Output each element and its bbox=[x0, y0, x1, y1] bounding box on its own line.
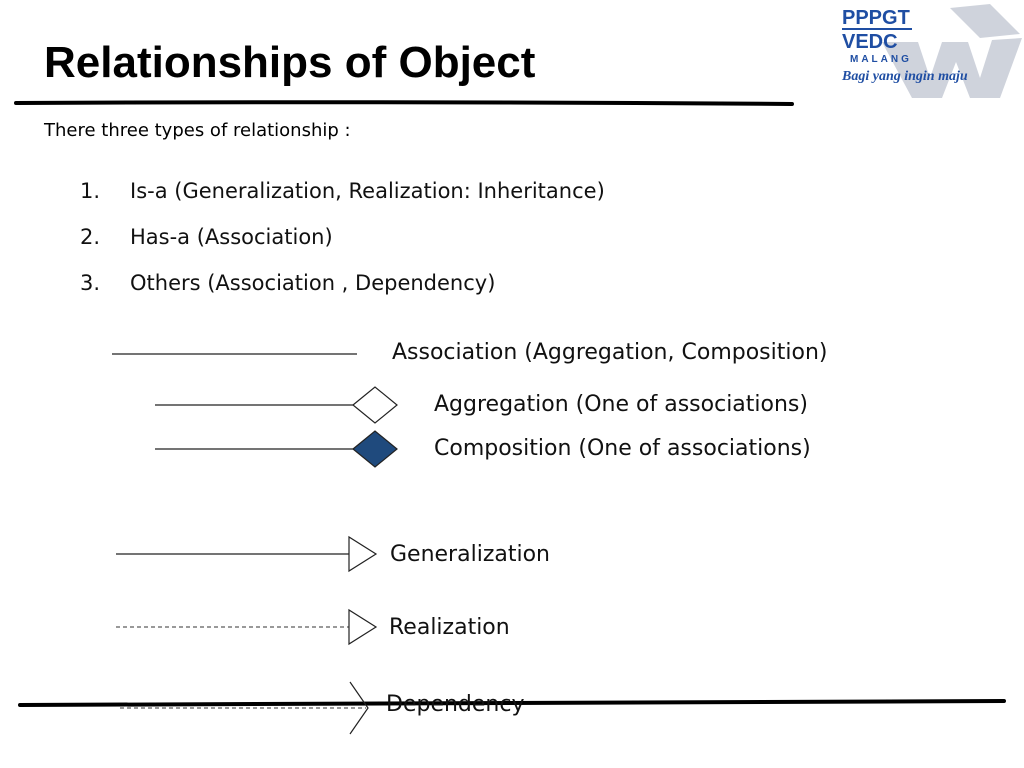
hollow-triangle-icon bbox=[348, 535, 378, 573]
realization-connector bbox=[116, 608, 378, 646]
logo-line-1: PPPGT bbox=[842, 7, 910, 29]
composition-label: Composition (One of associations) bbox=[434, 436, 811, 461]
list-item-number: 2. bbox=[80, 225, 101, 249]
logo-line-2: VEDC bbox=[842, 31, 898, 53]
slide-subtitle: There three types of relationship : bbox=[44, 120, 351, 141]
list-item-number: 1. bbox=[80, 179, 101, 203]
footer-rule bbox=[18, 699, 1006, 707]
list-item-text: Has-a (Association) bbox=[130, 225, 333, 249]
list-item-text: Others (Association , Dependency) bbox=[130, 271, 496, 295]
hollow-diamond-icon bbox=[352, 386, 398, 424]
logo-line-3: MALANG bbox=[850, 54, 912, 65]
composition-connector bbox=[155, 430, 398, 468]
open-arrow-icon bbox=[349, 681, 369, 735]
association-label: Association (Aggregation, Composition) bbox=[392, 340, 828, 365]
filled-diamond-icon bbox=[352, 430, 398, 468]
slide-title: Relationships of Object bbox=[44, 38, 536, 87]
aggregation-connector bbox=[155, 386, 398, 424]
relationship-type-list: 1. Is-a (Generalization, Realization: Inh… bbox=[80, 175, 605, 313]
generalization-label: Generalization bbox=[390, 542, 550, 567]
aggregation-label: Aggregation (One of associations) bbox=[434, 392, 808, 417]
realization-label: Realization bbox=[389, 615, 510, 640]
logo-slogan: Bagi yang ingin maju bbox=[841, 69, 968, 84]
list-item: 2. Has-a (Association) bbox=[80, 221, 605, 267]
watermark-w-shape bbox=[882, 4, 1022, 98]
hollow-triangle-icon bbox=[348, 608, 378, 646]
dependency-connector bbox=[120, 681, 369, 735]
generalization-connector bbox=[116, 535, 378, 573]
list-item-number: 3. bbox=[80, 271, 101, 295]
dependency-label: Dependency bbox=[386, 692, 525, 717]
list-item: 1. Is-a (Generalization, Realization: Inh… bbox=[80, 175, 605, 221]
pppgt-vedc-logo: PPPGT VEDC MALANG Bagi yang ingin maju bbox=[841, 4, 1022, 98]
list-item-text: Is-a (Generalization, Realization: Inher… bbox=[130, 179, 605, 203]
list-item: 3. Others (Association , Dependency) bbox=[80, 267, 605, 313]
